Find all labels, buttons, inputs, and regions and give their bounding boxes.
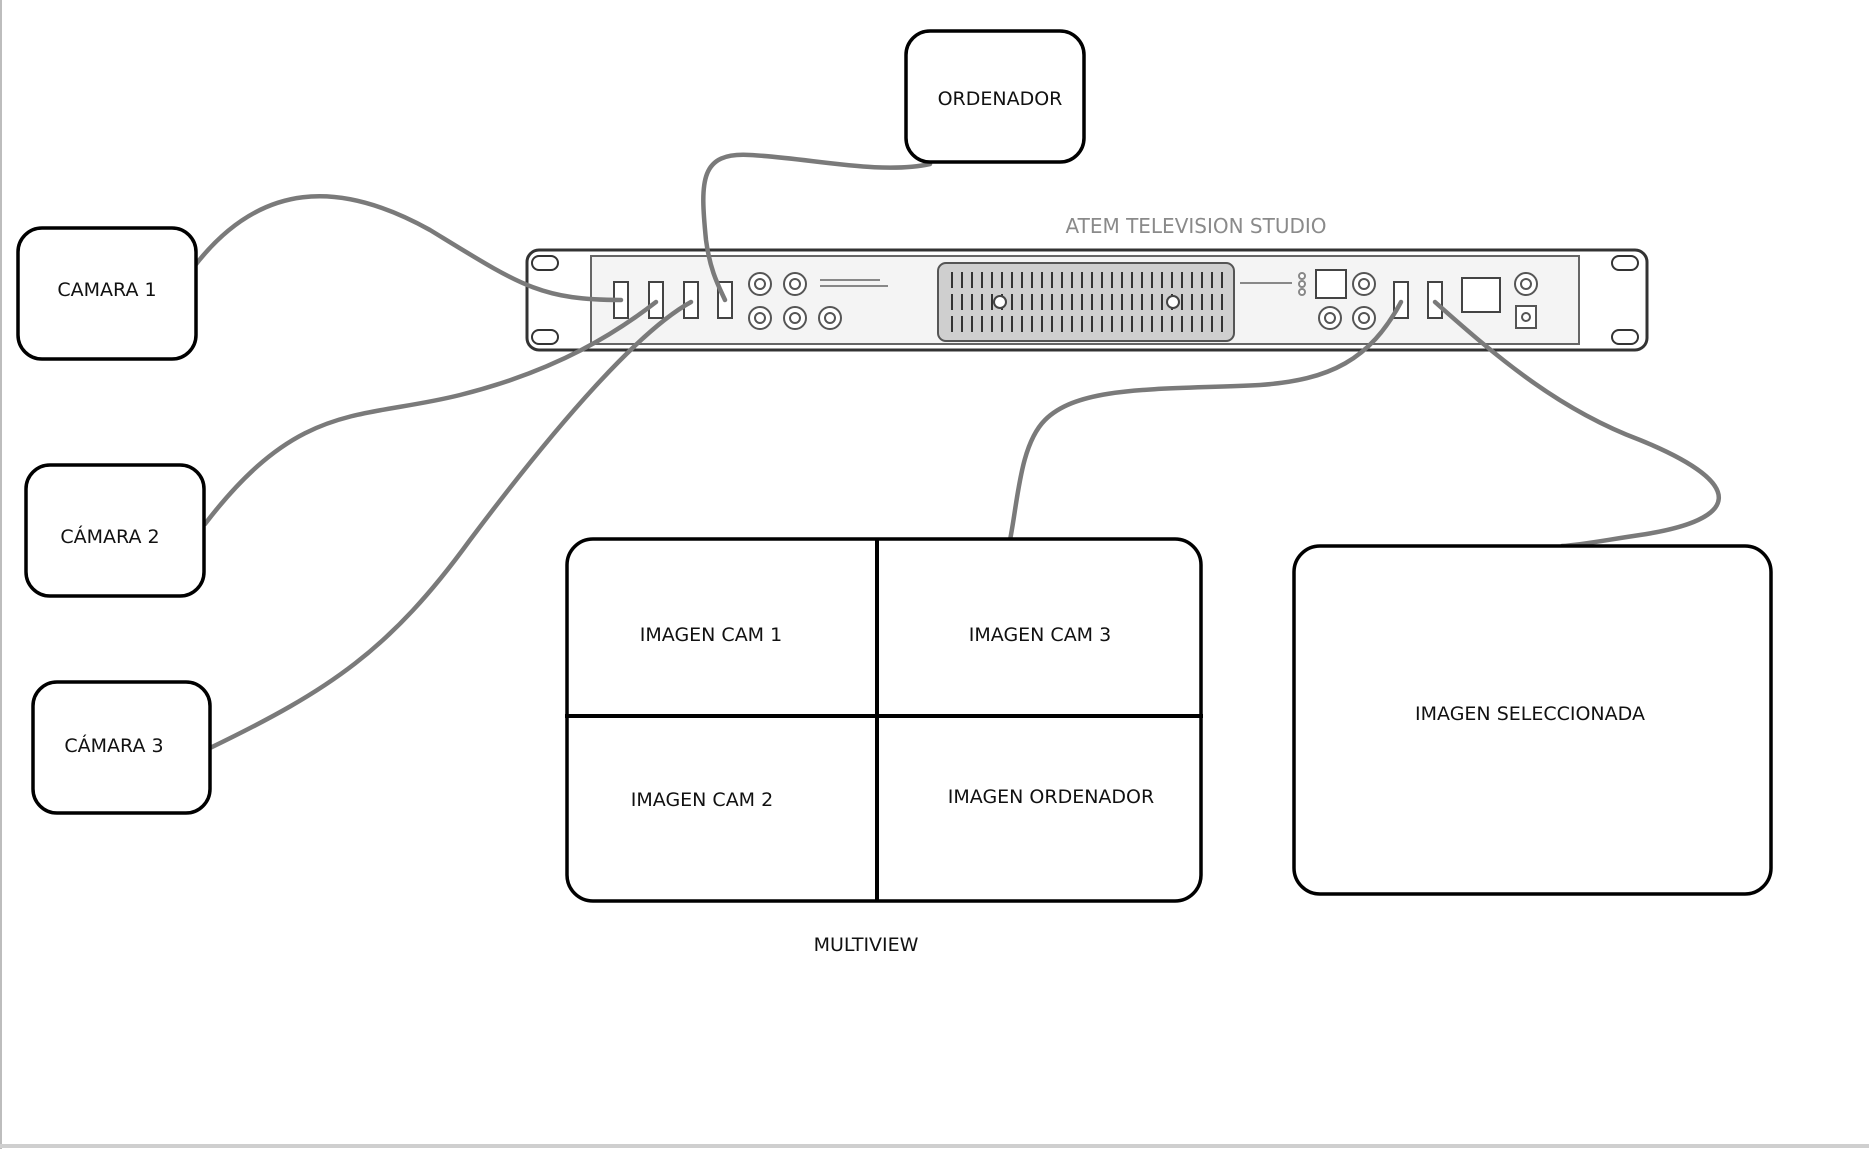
- bnc-connectors-left: [748, 272, 842, 330]
- program-monitor: IMAGEN SELECCIONADA: [1292, 544, 1773, 896]
- power-connectors: [1514, 272, 1538, 329]
- rack-hole: [1611, 255, 1639, 271]
- cable-computer-to-switcher: [701, 152, 933, 303]
- multiview-cell-cam3: IMAGEN CAM 3: [969, 624, 1111, 646]
- switcher-label: ATEM TELEVISION STUDIO: [1065, 214, 1326, 238]
- camera2-box: CÁMARA 2: [24, 463, 206, 598]
- atem-switcher: ATEM TELEVISION STUDIO: [525, 214, 1649, 352]
- computer-label: ORDENADOR: [938, 88, 1063, 110]
- multiview-monitor: IMAGEN CAM 1 IMAGEN CAM 3 IMAGEN CAM 2 I…: [565, 537, 1203, 903]
- camera2-label: CÁMARA 2: [60, 525, 159, 548]
- cable-camera3-to-switcher: [207, 299, 694, 751]
- cable-camera2-to-switcher: [202, 299, 659, 527]
- cable-camera1-to-switcher: [190, 194, 624, 303]
- camera1-box: CAMARA 1: [16, 226, 198, 361]
- multiview-cell-computer: IMAGEN ORDENADOR: [948, 786, 1154, 808]
- usb-port: [1315, 269, 1347, 299]
- cable-switcher-to-program: [1432, 299, 1721, 549]
- brand-mark: [1240, 272, 1306, 296]
- camera1-label: CAMARA 1: [57, 279, 156, 301]
- camera3-box: CÁMARA 3: [31, 680, 212, 815]
- rack-hole: [531, 329, 559, 345]
- bnc-connectors-right: [1318, 272, 1376, 330]
- multiview-cell-cam1: IMAGEN CAM 1: [640, 624, 782, 646]
- grille-screw: [993, 295, 1007, 309]
- rack-hole: [1611, 329, 1639, 345]
- panel-fine-print: [820, 279, 888, 287]
- grille-screw: [1166, 295, 1180, 309]
- computer-box: ORDENADOR: [904, 29, 1086, 164]
- ventilation-slots: [951, 272, 1223, 332]
- cables: [190, 152, 1721, 751]
- ethernet-port: [1461, 277, 1501, 313]
- rack-hole: [531, 255, 559, 271]
- camera3-label: CÁMARA 3: [64, 734, 163, 757]
- multiview-caption: MULTIVIEW: [814, 934, 919, 956]
- program-label: IMAGEN SELECCIONADA: [1415, 703, 1645, 725]
- cable-switcher-to-multiview: [1007, 299, 1404, 543]
- multiview-cell-cam2: IMAGEN CAM 2: [631, 789, 773, 811]
